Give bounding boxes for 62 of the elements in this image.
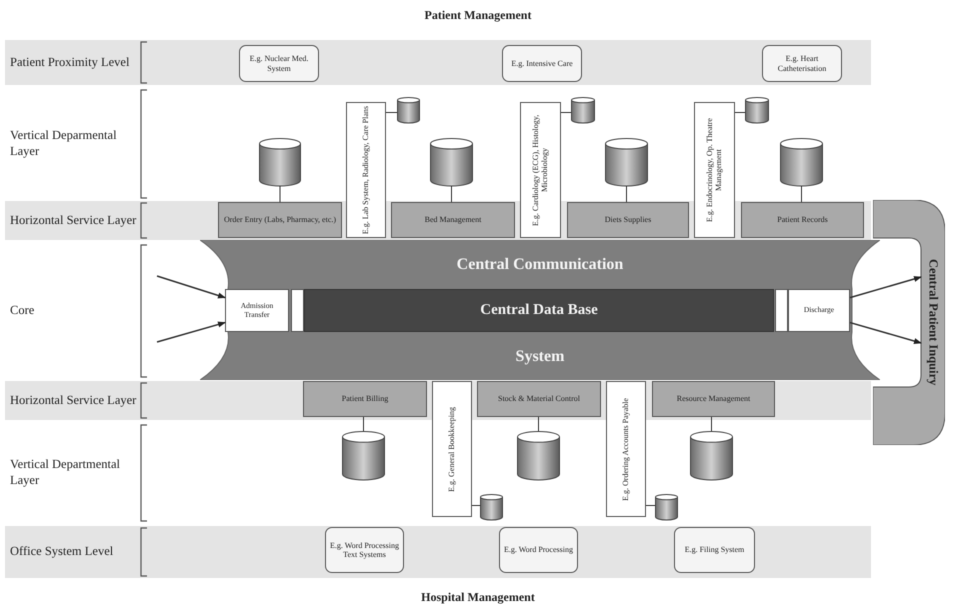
database-cylinder (517, 431, 560, 480)
arrow (850, 276, 922, 298)
department-box: E.g. Ordering Accounts Payable (606, 381, 646, 517)
database-bar: Central Data Base (304, 289, 774, 332)
connector-line (801, 186, 802, 202)
layer-label: Patient Proximity Level (10, 54, 130, 70)
layer-label: Horizontal Service Layer (10, 212, 136, 228)
connector-line (626, 186, 627, 202)
diagram-caption: Hospital Management (420, 590, 536, 605)
database-cylinder (571, 97, 595, 123)
service-box: Patient Records (741, 202, 864, 238)
connector-line (711, 416, 712, 432)
system-box: E.g. Intensive Care (502, 45, 582, 82)
layer-label: Vertical Deparmental Layer (10, 128, 118, 160)
inquiry-band (873, 200, 945, 445)
connector-line (363, 416, 364, 432)
service-box: Order Entry (Labs, Pharmacy, etc.) (218, 202, 342, 238)
separator-box (291, 289, 304, 332)
core-band (200, 240, 880, 380)
department-box: E.g. General Bookkeeping (432, 381, 472, 517)
connector-line (472, 505, 480, 506)
connector-line (560, 112, 572, 113)
database-cylinder (430, 138, 473, 186)
department-box: E.g. Lab System, Radiology, Care Plans (346, 102, 386, 238)
band-label: Central Patient Inquiry (926, 258, 942, 388)
connector-line (451, 186, 452, 202)
service-box: Bed Management (391, 202, 515, 238)
connector-line (386, 112, 398, 113)
service-box: Resource Management (652, 381, 775, 417)
database-cylinder (342, 431, 385, 480)
layer-label: Core (10, 303, 34, 319)
arrow (156, 275, 226, 298)
database-cylinder (745, 97, 769, 123)
service-box: Diets Supplies (567, 202, 689, 238)
department-box: E.g. Endocrinology, Op. Theatre Management (694, 102, 735, 238)
system-box: E.g. Filing System (674, 527, 755, 573)
separator-box (775, 289, 788, 332)
service-box: Stock & Material Control (477, 381, 601, 417)
database-cylinder (690, 431, 733, 480)
band-title: Central Communication (456, 255, 624, 275)
system-box: E.g. Heart Catheterisation (762, 45, 842, 82)
layer-label: Office System Level (10, 544, 114, 560)
layer-label: Vertical Departmental Layer (10, 457, 122, 489)
system-box: E.g. Word Processing Text Systems (325, 527, 404, 573)
database-cylinder (605, 138, 648, 186)
database-cylinder (655, 494, 678, 520)
department-box: E.g. Cardiology (ECG), Histology, Microbiology (520, 102, 561, 238)
arrow (156, 322, 226, 343)
database-cylinder (397, 97, 420, 123)
database-cylinder (780, 138, 823, 186)
connector-line (734, 112, 746, 113)
database-cylinder (480, 494, 503, 520)
band-title: System (514, 347, 566, 367)
database-cylinder (259, 138, 301, 186)
connector-line (538, 416, 539, 432)
service-box: Patient Billing (303, 381, 427, 417)
diagram-title: Patient Management (424, 8, 532, 23)
system-box: E.g. Nuclear Med. System (239, 45, 319, 82)
layer-label: Horizontal Service Layer (10, 392, 136, 408)
connector-line (646, 505, 656, 506)
arrow (850, 322, 922, 344)
system-box: E.g. Word Processing (499, 527, 578, 573)
